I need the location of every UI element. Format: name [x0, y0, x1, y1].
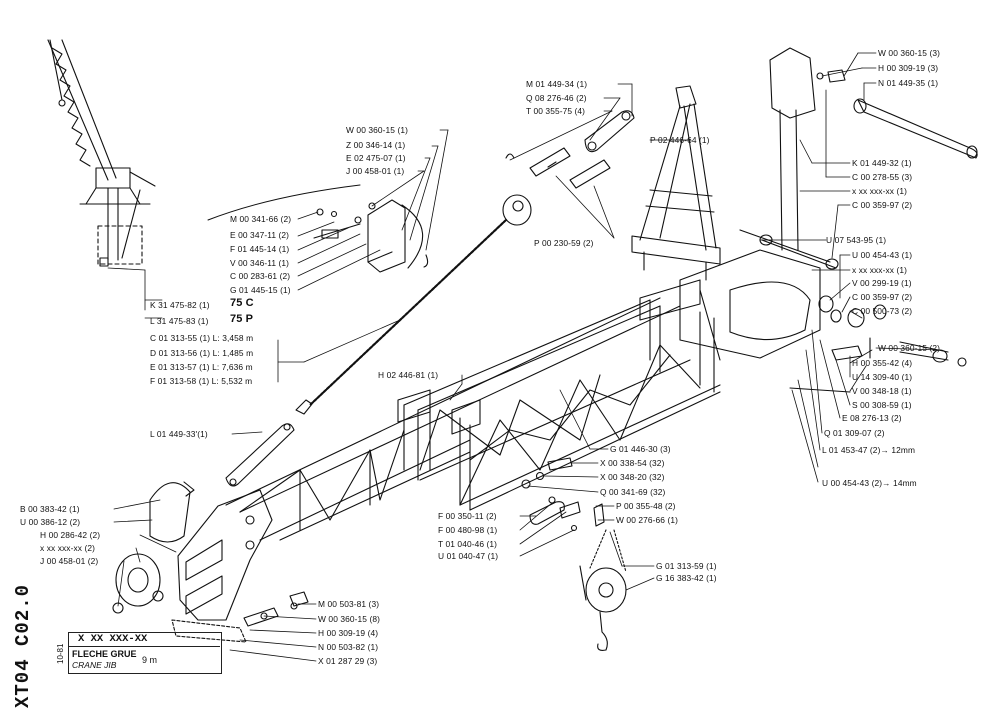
part-label: C 00 283-61 (2) — [230, 271, 291, 281]
part-label: L 01 453-47 (2)→ 12mm — [822, 445, 916, 455]
sheet-code: XT04 C02.0 — [12, 583, 34, 708]
part-label: J 00 458-01 (1) — [346, 166, 405, 176]
part-label: H 00 309-19 (4) — [318, 628, 379, 638]
a-frame — [631, 85, 721, 281]
part-label: J 00 458-01 (2) — [40, 556, 99, 566]
part-label: H 00 286-42 (2) — [40, 530, 101, 540]
variant-label: 75 P — [230, 313, 254, 325]
part-label: V 00 346-11 (1) — [230, 258, 290, 268]
part-label: H 00 355-42 (4) — [852, 358, 913, 368]
part-label: L 01 449-33'(1) — [150, 429, 208, 439]
part-label: G 01 445-15 (1) — [230, 285, 291, 295]
part-label: L 31 475-83 (1) — [150, 316, 209, 326]
sheave-bracket — [313, 199, 429, 273]
pendant-rope — [295, 194, 532, 415]
part-label: F 00 350-11 (2) — [438, 511, 497, 521]
leader-lines — [107, 52, 941, 662]
part-label: C 00 359-97 (2) — [852, 292, 913, 302]
part-label: X 00 348-20 (32) — [600, 472, 665, 482]
part-label: U 14 309-40 (1) — [852, 372, 913, 382]
part-label: x xx xxx-xx (1) — [852, 186, 908, 196]
part-label: M 00 503-81 (3) — [318, 599, 380, 609]
part-label: P 00 230-59 (2) — [534, 238, 594, 248]
pin-bar — [853, 98, 978, 159]
part-label: M 01 449-34 (1) — [526, 79, 588, 89]
title-block — [68, 632, 222, 674]
part-label: U 00 454-43 (2)→ 14mm — [822, 478, 917, 488]
part-label: X 01 287 29 (3) — [318, 656, 378, 666]
jib-foot — [112, 481, 309, 643]
part-label: G 16 383-42 (1) — [656, 573, 717, 583]
part-label: G 01 446-30 (3) — [610, 444, 671, 454]
bolt-set — [521, 457, 573, 489]
jib-lattice — [225, 249, 821, 541]
title-french: FLECHE GRUE — [72, 649, 137, 659]
title-english: CRANE JIB — [72, 660, 117, 670]
link-plates — [505, 110, 635, 189]
part-label: T 00 355-75 (4) — [526, 106, 586, 116]
part-label: Z 00 346-14 (1) — [346, 140, 406, 150]
title-length: 9 m — [142, 655, 158, 665]
part-label: T 01 040-46 (1) — [438, 539, 498, 549]
part-label: E 02 475-07 (1) — [346, 153, 406, 163]
part-label: E 01 313-57 (1) L: 7,636 m — [150, 362, 253, 372]
variant-label: 75 C — [230, 297, 254, 309]
part-label: G 01 313-59 (1) — [656, 561, 717, 571]
part-label: F 00 480-98 (1) — [438, 525, 498, 535]
part-label: X 00 338-54 (32) — [600, 458, 665, 468]
part-label: Q 08 276-46 (2) — [526, 93, 587, 103]
part-label: U 01 040-47 (1) — [438, 551, 499, 561]
sheet-date: 10-81 — [56, 643, 65, 664]
part-label: C 00 500-73 (2) — [852, 306, 913, 316]
part-label: F 01 313-58 (1) L: 5,532 m — [150, 376, 253, 386]
part-label: P 02 446-64 (1) — [650, 135, 710, 145]
part-label: M 00 341-66 (2) — [230, 214, 292, 224]
part-label: H 00 309-19 (3) — [878, 63, 939, 73]
part-label: Q 01 309-07 (2) — [824, 428, 885, 438]
part-label: V 00 348-18 (1) — [852, 386, 912, 396]
tower — [739, 47, 846, 270]
part-label: B 00 383-42 (1) — [20, 504, 80, 514]
part-label: C 01 313-55 (1) L: 3,458 m — [150, 333, 254, 343]
part-label: N 01 449-35 (1) — [878, 78, 939, 88]
part-label: C 00 359-97 (2) — [852, 200, 913, 210]
part-label: U 00 386-12 (2) — [20, 517, 81, 527]
part-label: H 02 446-81 (1) — [378, 370, 439, 380]
part-label: W 00 360-15 (3) — [878, 48, 941, 58]
part-label: N 00 503-82 (1) — [318, 642, 379, 652]
part-label: W 00 276-66 (1) — [616, 515, 679, 525]
part-label: V 00 299-19 (1) — [852, 278, 912, 288]
part-label: S 00 308-59 (1) — [852, 400, 912, 410]
part-label: K 01 449-32 (1) — [852, 158, 912, 168]
part-label: E 08 276-13 (2) — [842, 413, 902, 423]
part-label: U 00 454-43 (1) — [852, 250, 913, 260]
part-label: Q 00 341-69 (32) — [600, 487, 666, 497]
part-label: U 07 543-95 (1) — [826, 235, 887, 245]
part-label: W 00 360-15 (1) — [346, 125, 409, 135]
part-label: C 00 278-55 (3) — [852, 172, 913, 182]
part-label: D 01 313-56 (1) L: 1,485 m — [150, 348, 254, 358]
part-label: x xx xxx-xx (1) — [852, 265, 908, 275]
part-label: W 00 360-15 (8) — [318, 614, 381, 624]
part-label: E 00 347-11 (2) — [230, 230, 290, 240]
part-label: x xx xxx-xx (2) — [40, 543, 96, 553]
title-reference: X XX XXX-XX — [78, 633, 148, 645]
part-label: F 01 445-14 (1) — [230, 244, 290, 254]
title-divider — [68, 646, 220, 647]
part-label: P 00 355-48 (2) — [616, 501, 676, 511]
link-bar — [225, 423, 295, 487]
part-label: K 31 475-82 (1) — [150, 300, 210, 310]
clamp-set — [529, 496, 605, 532]
pin-set — [789, 295, 967, 393]
crane-overview — [47, 39, 156, 267]
part-label: W 00 360-15 (2) — [878, 343, 941, 353]
hook-block — [579, 529, 627, 651]
